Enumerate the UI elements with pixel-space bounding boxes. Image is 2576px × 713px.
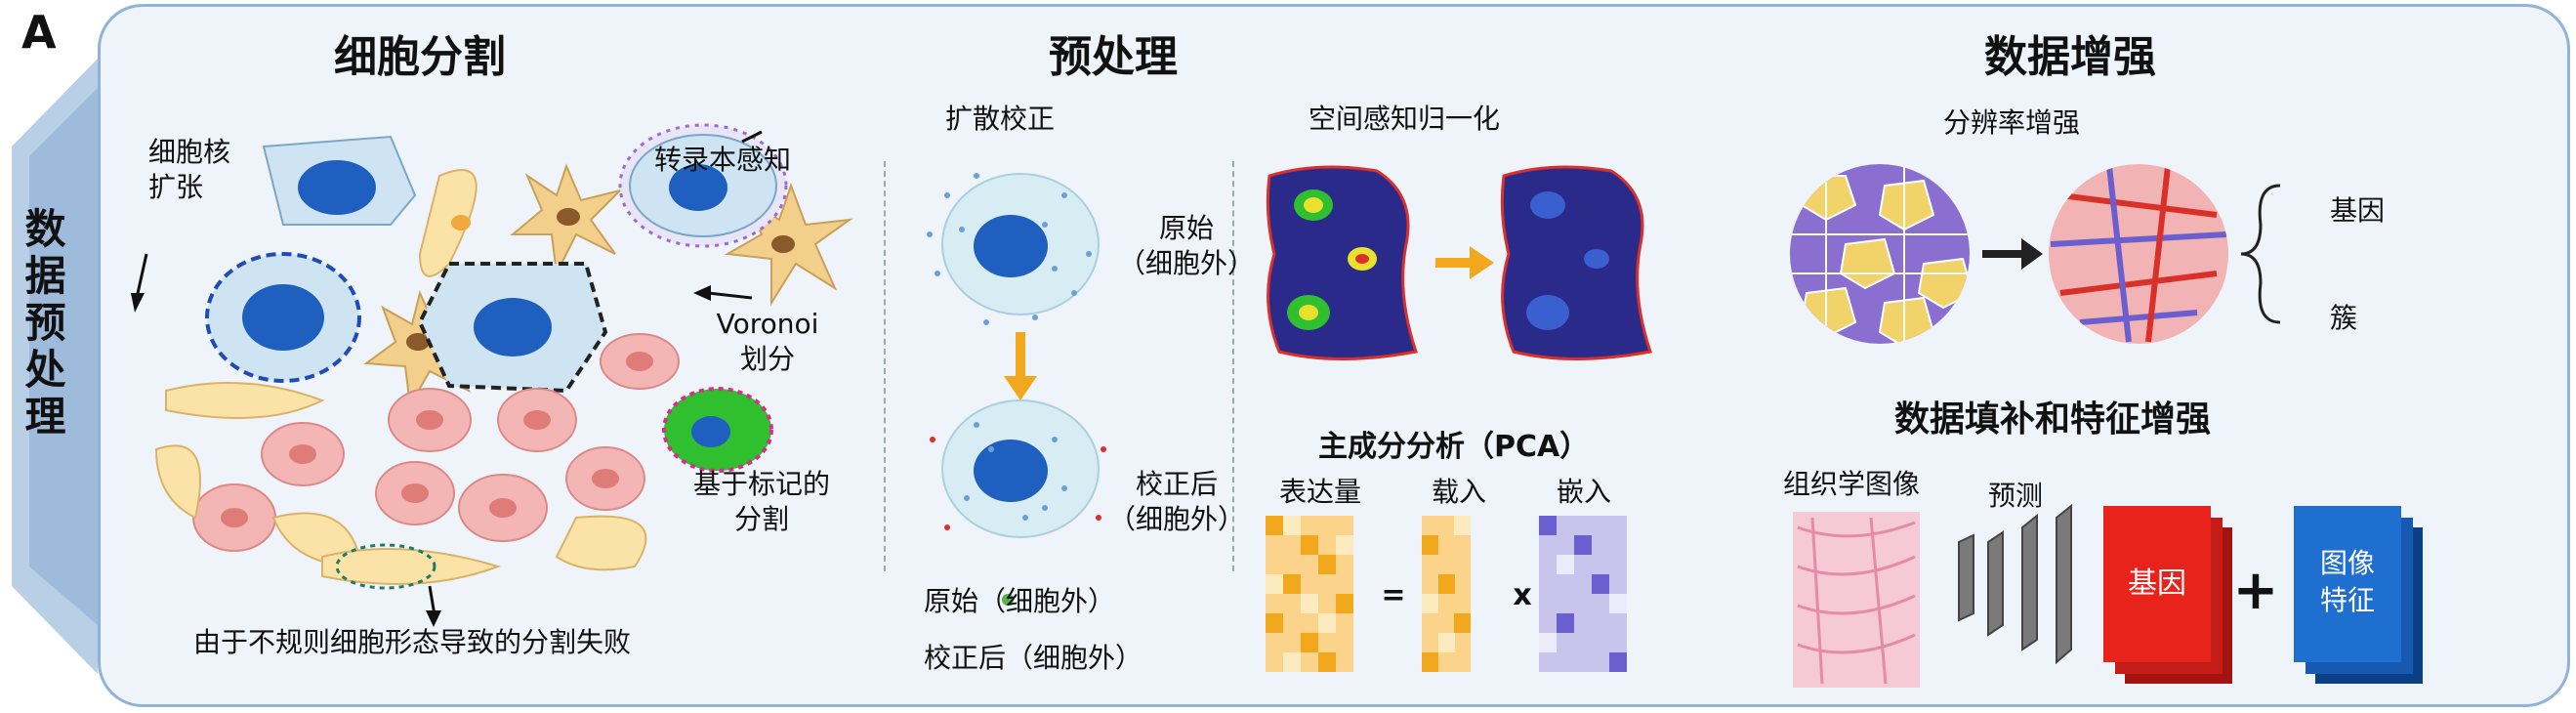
spatial-normalization-title: 空间感知归一化	[1309, 103, 1501, 135]
plus-sign: +	[2232, 559, 2279, 622]
gene-label: 基因	[2330, 194, 2386, 227]
predict-label: 预测	[1988, 480, 2044, 512]
marker-based-label: 基于标记的 分割	[692, 468, 830, 535]
legend-corrected: 校正后（细胞外）	[924, 642, 1143, 674]
transcript-aware-label: 转录本感知	[654, 144, 792, 176]
times-sign: x	[1513, 578, 1532, 612]
resolution-enhancement-title: 分辨率增强	[1943, 106, 2081, 139]
divider-mid	[1232, 161, 1234, 571]
panel-letter: A	[21, 6, 57, 59]
pca-title: 主成分分析（PCA）	[1318, 430, 1590, 464]
image-feature-box-label: 图像 特征	[2319, 547, 2375, 616]
segmentation-title: 细胞分割	[334, 32, 506, 82]
segmentation-illustration	[131, 123, 853, 627]
diffusion-illustration	[927, 173, 1106, 606]
loadings-label: 载入	[1432, 476, 1487, 508]
histology-label: 组织学图像	[1783, 468, 1921, 500]
segmentation-failure-note: 由于不规则细胞形态导致的分割失败	[193, 626, 632, 658]
imputation-illustration	[1793, 503, 2423, 688]
legend-original: 原始（细胞外）	[924, 585, 1116, 617]
original-extracellular-label: 原始 （细胞外）	[1118, 212, 1256, 279]
voronoi-label: Voronoi 划分	[716, 308, 819, 375]
pca-matrices	[1266, 516, 1627, 672]
divider-left	[884, 161, 886, 571]
diffusion-correction-title: 扩散校正	[945, 103, 1056, 135]
equals-sign: =	[1381, 578, 1406, 612]
augmentation-title: 数据增强	[1984, 32, 2156, 82]
side-label: 数据预处理	[19, 207, 66, 441]
imputation-title: 数据填补和特征增强	[1894, 399, 2212, 440]
side-arrow-shape	[12, 59, 98, 674]
cluster-label: 簇	[2330, 302, 2358, 334]
resolution-illustration	[1790, 164, 2281, 344]
preprocessing-title: 预处理	[1049, 32, 1178, 82]
corrected-extracellular-label: 校正后 （细胞外）	[1107, 468, 1245, 535]
spatial-normalization-maps	[1266, 165, 1652, 360]
nucleus-expansion-label: 细胞核 扩张	[148, 136, 231, 203]
gene-feature-box-label: 基因	[2128, 566, 2186, 601]
expression-label: 表达量	[1279, 476, 1362, 508]
embedding-label: 嵌入	[1557, 476, 1612, 508]
